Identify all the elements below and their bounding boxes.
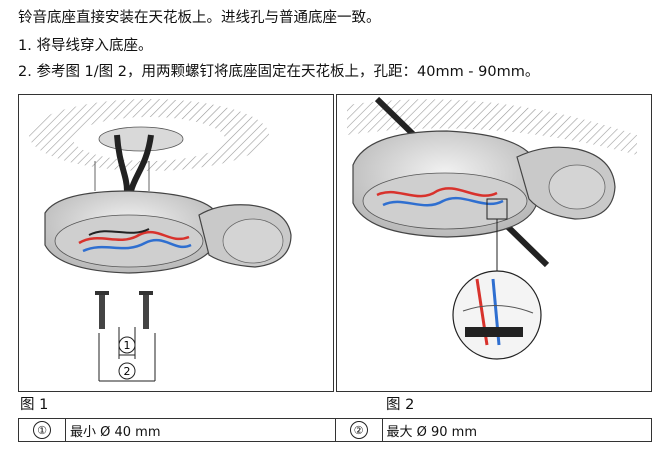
ceiling-wires bbox=[94, 134, 154, 192]
intro-text: 铃音底座直接安装在天花板上。进线孔与普通底座一致。 bbox=[18, 10, 381, 26]
marker-2-circle: 2 bbox=[118, 362, 136, 380]
screws bbox=[95, 291, 153, 329]
figure-1-panel: 1 2 bbox=[18, 94, 334, 392]
legend-text-2: 最大 Ø 90 mm bbox=[386, 424, 478, 440]
legend-num-1-cell: ① bbox=[19, 419, 66, 441]
ceiling-hatch bbox=[347, 99, 637, 155]
figure-1-caption: 图 1 bbox=[20, 397, 49, 413]
legend-num-2: ② bbox=[349, 421, 368, 439]
legend-num-2-cell: ② bbox=[336, 419, 383, 441]
figure-2-caption: 图 2 bbox=[386, 397, 415, 413]
legend-table: ① 最小 Ø 40 mm ② 最大 Ø 90 mm bbox=[18, 418, 652, 442]
marker-1-circle: 1 bbox=[118, 336, 136, 354]
legend-num-1: ① bbox=[33, 421, 51, 439]
figure-2-illustration bbox=[347, 96, 637, 360]
step-2-text: 2. 参考图 1/图 2，用两颗螺钉将底座固定在天花板上，孔距：40mm - 9… bbox=[18, 64, 540, 80]
base-body bbox=[44, 190, 216, 274]
callout-pointer bbox=[486, 198, 508, 273]
figure-2-panel bbox=[336, 94, 652, 392]
detail-callout bbox=[452, 270, 542, 360]
base-body bbox=[352, 130, 538, 238]
marker-2-label: 2 bbox=[124, 365, 131, 378]
speaker-pod bbox=[198, 204, 292, 268]
marker-1-label: 1 bbox=[124, 339, 131, 352]
legend-text-1: 最小 Ø 40 mm bbox=[66, 419, 336, 441]
speaker-pod bbox=[516, 146, 616, 220]
figure-1-illustration: 1 2 bbox=[29, 99, 292, 382]
step-1-text: 1. 将导线穿入底座。 bbox=[18, 38, 153, 54]
